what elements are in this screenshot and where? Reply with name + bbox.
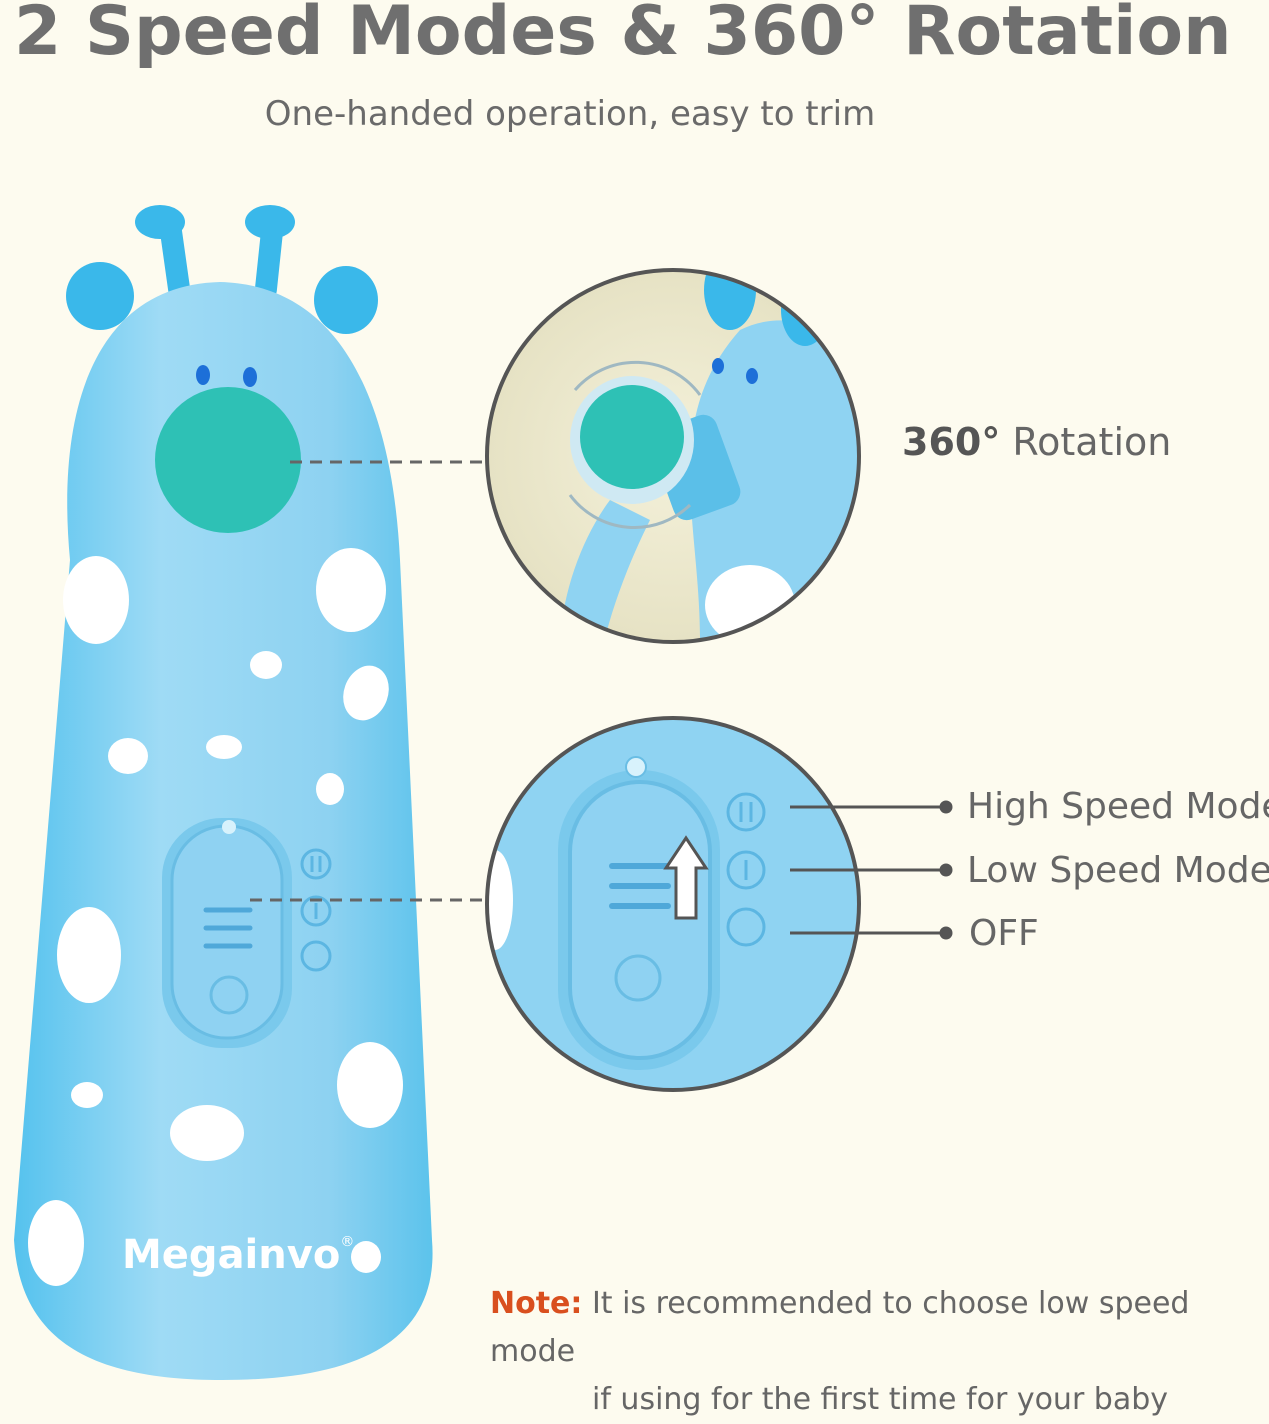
note-label: Note: <box>490 1286 583 1321</box>
off-label: OFF <box>969 913 1039 954</box>
note-line-1: It is recommended to choose low speed mo… <box>490 1286 1190 1369</box>
giraffe-eye-right <box>243 367 257 387</box>
switch-zoom-circle <box>485 716 861 1092</box>
high-speed-label: High Speed Mode <box>967 786 1269 827</box>
page-subtitle: One-handed operation, easy to trim <box>264 94 876 134</box>
rotation-label: 360° Rotation <box>902 420 1172 464</box>
power-switch[interactable] <box>162 818 292 1048</box>
giraffe-eye-left <box>196 365 210 385</box>
giraffe-nail-trimmer <box>14 205 433 1380</box>
page-title: 2 Speed Modes & 360° Rotation <box>14 0 1232 71</box>
note-line-2: if using for the first time for your bab… <box>592 1382 1169 1417</box>
product-illustration <box>14 205 953 1380</box>
giraffe-horns <box>66 205 378 334</box>
note-text: Note: It is recommended to choose low sp… <box>490 1280 1265 1424</box>
grinder-head-icon <box>155 387 301 533</box>
low-speed-label: Low Speed Mode <box>967 850 1269 891</box>
giraffe-spots <box>28 548 403 1286</box>
brand-logo: Megainvo® <box>122 1232 355 1278</box>
rotation-zoom-circle <box>485 268 861 644</box>
speed-indicator-icons <box>300 848 332 972</box>
